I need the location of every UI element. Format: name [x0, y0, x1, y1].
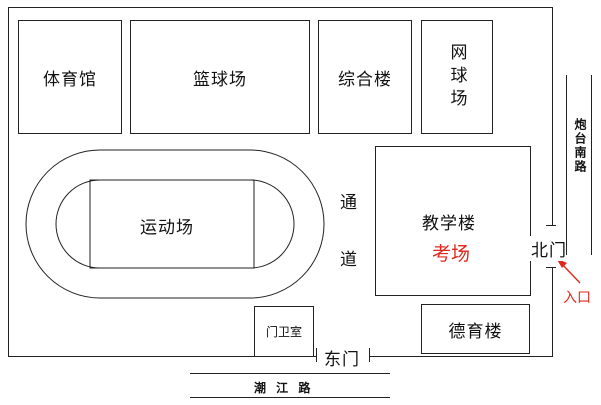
basketball-court: 篮球场: [130, 20, 310, 134]
track-outer: [25, 149, 325, 299]
teaching-building: 教学楼 考场: [375, 146, 531, 296]
chaojiang-road-line-bottom: [190, 397, 390, 398]
passage-char-2: 道: [340, 250, 358, 270]
moral-building: 德育楼: [421, 304, 530, 354]
tennis-label: 网球场: [446, 42, 467, 112]
gym-label: 体育馆: [43, 69, 97, 90]
tennis-court: 网球场: [421, 20, 493, 134]
passage-char-1: 通: [340, 193, 358, 213]
paotai-road-line-right: [591, 75, 592, 255]
complex-label: 综合楼: [338, 69, 392, 90]
north-gate-post-top: [546, 225, 556, 226]
guard-label: 门卫室: [265, 325, 302, 339]
complex-building: 综合楼: [318, 20, 412, 134]
north-gate-label: 北门: [530, 236, 568, 261]
entrance-label: 入口: [563, 290, 591, 306]
guard-room: 门卫室: [254, 306, 314, 357]
east-gate-post-right: [369, 348, 370, 362]
teaching-label: 教学楼: [422, 214, 476, 234]
north-gate-post-bottom: [546, 267, 556, 268]
track-label: 运动场: [140, 218, 194, 238]
paotai-road-label: 炮台南路: [573, 118, 587, 174]
track-field: [89, 179, 255, 269]
east-gate-post-left: [316, 348, 317, 362]
chaojiang-road-label: 潮 江 路: [254, 381, 314, 395]
basketball-label: 篮球场: [193, 69, 247, 90]
exam-label: 考场: [432, 243, 471, 265]
east-gate-label: 东门: [324, 345, 360, 370]
moral-label: 德育楼: [448, 321, 503, 342]
paotai-road-line-left: [566, 75, 567, 255]
gym-building: 体育馆: [18, 20, 122, 134]
chaojiang-road-line-top: [190, 373, 390, 374]
